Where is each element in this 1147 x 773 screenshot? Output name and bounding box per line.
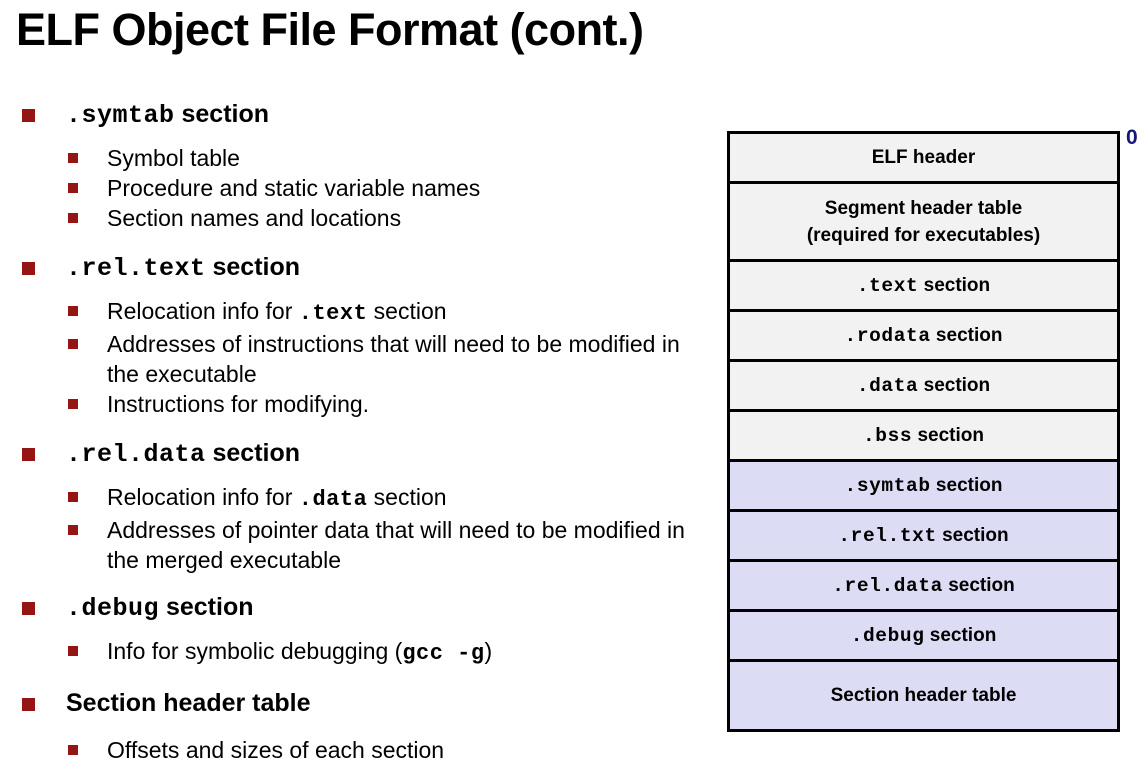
spacer	[0, 669, 700, 685]
row-label: Section header table	[830, 685, 1017, 706]
outline-heading-text: section	[205, 439, 301, 467]
bullet-square-icon	[22, 109, 35, 122]
outline-sub-item: Section names and locations	[0, 203, 700, 233]
outline-heading-rel-data: .rel.data section	[0, 435, 700, 473]
outline-sub-item: Info for symbolic debugging (gcc -g)	[0, 636, 700, 669]
sub-item-code: .data	[298, 487, 368, 512]
outline-sub-item: Symbol table	[0, 143, 700, 173]
outline-heading-code: .debug	[66, 594, 160, 623]
outline-heading-text: section	[205, 253, 301, 281]
row-code: .rel.txt	[838, 524, 937, 547]
sub-item-text-post: )	[484, 638, 493, 664]
diagram-row-elf-header: ELF header	[730, 134, 1117, 184]
bullet-square-icon	[22, 698, 35, 711]
sub-item-text: Instructions for modifying.	[107, 391, 370, 417]
sub-bullet-square-icon	[68, 399, 78, 409]
outline-heading-text: Section header table	[66, 689, 311, 717]
diagram-offset-label: 0	[1126, 126, 1138, 149]
row-code: .debug	[850, 624, 925, 647]
sub-bullet-square-icon	[68, 646, 78, 656]
outline-sub-item: Addresses of instructions that will need…	[0, 329, 700, 389]
sub-item-text-post: section	[367, 484, 447, 510]
outline-sub-item: Procedure and static variable names	[0, 173, 700, 203]
diagram-row-rel-txt-section: .rel.txt section	[730, 512, 1117, 562]
diagram-row-rel-data-section: .rel.data section	[730, 562, 1117, 612]
row-code: .rodata	[844, 324, 931, 347]
sub-bullet-square-icon	[68, 339, 78, 349]
spacer	[0, 473, 700, 482]
diagram-row-text-section: .text section	[730, 262, 1117, 312]
spacer	[0, 233, 700, 249]
outline-heading-debug: .debug section	[0, 589, 700, 627]
row-label: section	[936, 524, 1009, 546]
diagram-row-section-header-table: Section header table	[730, 662, 1117, 729]
row-label: ELF header	[871, 146, 976, 168]
row-label: section	[942, 574, 1015, 596]
outline-heading-code: .rel.text	[66, 254, 206, 283]
spacer	[0, 721, 700, 735]
sub-item-text-post: section	[367, 298, 447, 324]
sub-bullet-square-icon	[68, 492, 78, 502]
bullet-square-icon	[22, 262, 35, 275]
outline-heading-code: .symtab	[66, 101, 175, 130]
sub-item-text: Info for symbolic debugging (	[107, 638, 403, 664]
sub-bullet-square-icon	[68, 213, 78, 223]
bullet-square-icon	[22, 602, 35, 615]
sub-bullet-square-icon	[68, 183, 78, 193]
row-label: section	[930, 324, 1003, 346]
sub-item-text: Relocation info for	[107, 484, 299, 510]
row-label: section	[924, 624, 997, 646]
diagram-row-data-section: .data section	[730, 362, 1117, 412]
outline-heading-code: .rel.data	[66, 440, 206, 469]
outline-sub-item: Addresses of pointer data that will need…	[0, 515, 700, 575]
diagram-row-segment-header-table: Segment header table (required for execut…	[730, 184, 1117, 262]
sub-item-text: Procedure and static variable names	[107, 175, 481, 201]
outline-heading-rel-text: .rel.text section	[0, 249, 700, 287]
row-label-line2: (required for executables)	[806, 224, 1041, 246]
row-label: section	[918, 374, 991, 396]
outline-heading-text: section	[159, 593, 254, 621]
row-code: .text	[856, 274, 919, 297]
row-code: .bss	[862, 424, 913, 447]
elf-file-layout-diagram: ELF header Segment header table (required…	[727, 131, 1120, 732]
diagram-row-rodata-section: .rodata section	[730, 312, 1117, 362]
row-code: .data	[856, 374, 919, 397]
spacer	[0, 419, 700, 435]
sub-item-text: Symbol table	[107, 145, 240, 171]
row-code: .symtab	[844, 474, 931, 497]
outline-heading-section-header-table: Section header table	[0, 685, 700, 721]
outline-heading-symtab: .symtab section	[0, 96, 700, 134]
sub-item-code: gcc -g	[402, 641, 485, 666]
diagram-row-debug-section: .debug section	[730, 612, 1117, 662]
sub-item-code: .text	[298, 301, 368, 326]
diagram-row-symtab-section: .symtab section	[730, 462, 1117, 512]
outline-sub-item: Relocation info for .text section	[0, 296, 700, 329]
outline-sub-item: Offsets and sizes of each section	[0, 735, 700, 765]
sub-bullet-square-icon	[68, 306, 78, 316]
page-title: ELF Object File Format (cont.)	[16, 4, 644, 55]
row-code: .rel.data	[832, 574, 943, 597]
bullet-square-icon	[22, 448, 35, 461]
spacer	[0, 627, 700, 636]
sub-item-text: Addresses of pointer data that will need…	[107, 517, 685, 573]
row-label: section	[930, 474, 1003, 496]
spacer	[0, 575, 700, 589]
sub-item-text: Section names and locations	[107, 205, 402, 231]
sub-bullet-square-icon	[68, 525, 78, 535]
outline-heading-text: section	[174, 100, 270, 128]
row-label: Segment header table	[824, 197, 1023, 219]
spacer	[0, 287, 700, 296]
diagram-row-bss-section: .bss section	[730, 412, 1117, 462]
sub-item-text: Addresses of instructions that will need…	[107, 331, 680, 387]
sub-bullet-square-icon	[68, 745, 78, 755]
row-label: section	[918, 274, 991, 296]
content-outline: .symtab section Symbol table Procedure a…	[0, 96, 700, 765]
outline-sub-item: Relocation info for .data section	[0, 482, 700, 515]
sub-item-text: Offsets and sizes of each section	[107, 737, 445, 763]
outline-sub-item: Instructions for modifying.	[0, 389, 700, 419]
spacer	[0, 134, 700, 143]
sub-bullet-square-icon	[68, 153, 78, 163]
row-label: section	[912, 424, 985, 446]
sub-item-text: Relocation info for	[107, 298, 299, 324]
